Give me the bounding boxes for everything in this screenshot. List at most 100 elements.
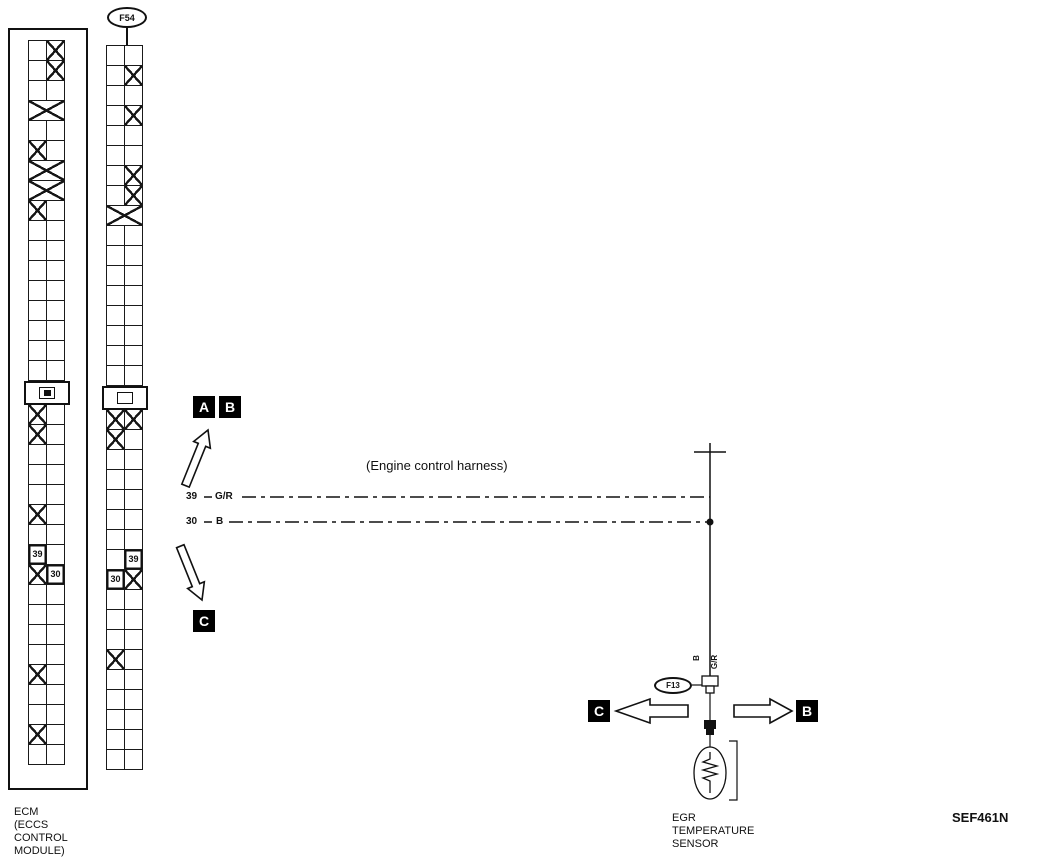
pin-cell-marked-wide xyxy=(106,205,143,226)
wire-39-pin-label: 39 xyxy=(186,491,198,502)
pin-cell xyxy=(46,120,65,141)
pin-cell xyxy=(46,300,65,321)
pin-cell xyxy=(28,280,47,301)
pin-cell xyxy=(46,724,65,745)
pin-cell-marked xyxy=(28,424,47,445)
arrow-down-to-c-icon xyxy=(175,543,206,602)
connector-grid-row xyxy=(106,729,148,750)
connector-grid-row xyxy=(24,380,70,405)
egr-label-line3: SENSOR xyxy=(672,838,719,850)
pin-cell xyxy=(46,200,65,221)
connector-grid-row xyxy=(106,489,148,510)
pin-cell xyxy=(28,120,47,141)
pin-cell xyxy=(46,744,65,765)
pin-cell xyxy=(28,464,47,485)
pin-cell xyxy=(124,469,143,490)
pin-cell xyxy=(106,669,125,690)
connector-grid-row xyxy=(28,404,70,425)
connector-grid-row xyxy=(106,589,148,610)
connector-grid-row xyxy=(106,449,148,470)
pin-cell xyxy=(28,260,47,281)
pin-cell xyxy=(106,225,125,246)
pin-cell-39: 39 xyxy=(28,544,47,565)
connector-grid-row xyxy=(28,584,70,605)
pin-cell xyxy=(106,529,125,550)
connector-grid-row xyxy=(28,180,70,201)
connector-grid-row xyxy=(28,260,70,281)
pin-cell xyxy=(106,689,125,710)
egr-label-line2: TEMPERATURE xyxy=(672,825,755,837)
connector-grid-row xyxy=(106,649,148,670)
pin-cell xyxy=(106,709,125,730)
connector-grid-row xyxy=(28,504,70,525)
connector-grid-row xyxy=(28,200,70,221)
pin-cell xyxy=(106,85,125,106)
pin-cell xyxy=(106,729,125,750)
pin-cell-marked xyxy=(28,564,47,585)
connector-grid-row xyxy=(106,609,148,630)
connector-grid-row xyxy=(28,60,70,81)
pin-cell xyxy=(124,729,143,750)
pin-cell xyxy=(124,489,143,510)
pin-cell-marked xyxy=(124,569,143,590)
pin-cell xyxy=(46,644,65,665)
connector-lower-tip xyxy=(706,729,714,735)
pin-cell xyxy=(124,225,143,246)
connector-grid-row xyxy=(106,165,148,186)
vertical-wire-label-gr: G/R xyxy=(710,654,720,670)
pin-cell xyxy=(46,544,65,565)
pin-cell xyxy=(46,624,65,645)
pin-cell xyxy=(28,340,47,361)
pin-cell xyxy=(106,489,125,510)
connector-grid-row xyxy=(106,245,148,266)
pin-cell xyxy=(46,220,65,241)
pin-cell xyxy=(106,105,125,126)
pin-cell xyxy=(124,45,143,66)
connector-key-box xyxy=(24,380,70,405)
connector-grid-row xyxy=(106,749,148,770)
ecm-label-line3: CONTROL xyxy=(14,832,68,844)
pin-cell xyxy=(124,145,143,166)
connector-grid-row xyxy=(28,624,70,645)
ecm-label-line2: (ECCS xyxy=(14,819,49,831)
pin-cell xyxy=(124,265,143,286)
pin-cell xyxy=(28,584,47,605)
connector-grid-row xyxy=(106,629,148,650)
callout-c: C xyxy=(193,610,215,632)
ecm-outline-box xyxy=(8,28,88,790)
pin-cell xyxy=(46,320,65,341)
pin-cell xyxy=(106,629,125,650)
pin-cell xyxy=(28,60,47,81)
pin-cell-marked xyxy=(124,165,143,186)
pin-cell xyxy=(46,280,65,301)
pin-cell xyxy=(106,45,125,66)
pin-cell xyxy=(28,220,47,241)
arrow-left-to-c-icon xyxy=(613,697,689,725)
pin-cell xyxy=(106,265,125,286)
pin-cell xyxy=(124,589,143,610)
connector-key-inner xyxy=(117,391,133,404)
pin-cell xyxy=(28,40,47,61)
pin-cell xyxy=(28,484,47,505)
connector-grid-row xyxy=(28,424,70,445)
connector-grid-row xyxy=(106,365,148,386)
pin-cell xyxy=(106,449,125,470)
pin-cell xyxy=(28,524,47,545)
pin-cell xyxy=(124,689,143,710)
connector-upper-tip xyxy=(705,685,715,694)
connector-grid-row xyxy=(28,744,70,765)
connector-grid-row xyxy=(28,644,70,665)
pin-cell xyxy=(124,649,143,670)
pin-cell xyxy=(106,345,125,366)
pin-cell-marked xyxy=(28,140,47,161)
pin-cell xyxy=(106,365,125,386)
connector-grid-row xyxy=(106,185,148,206)
egr-label-line1: EGR xyxy=(672,812,696,824)
pin-cell-marked xyxy=(46,40,65,61)
pin-cell-30: 30 xyxy=(46,564,65,585)
pin-cell xyxy=(124,125,143,146)
pin-cell-marked-wide xyxy=(28,180,65,201)
pin-cell-marked xyxy=(124,185,143,206)
connector-grid-row xyxy=(106,285,148,306)
connector-grid-row xyxy=(106,145,148,166)
